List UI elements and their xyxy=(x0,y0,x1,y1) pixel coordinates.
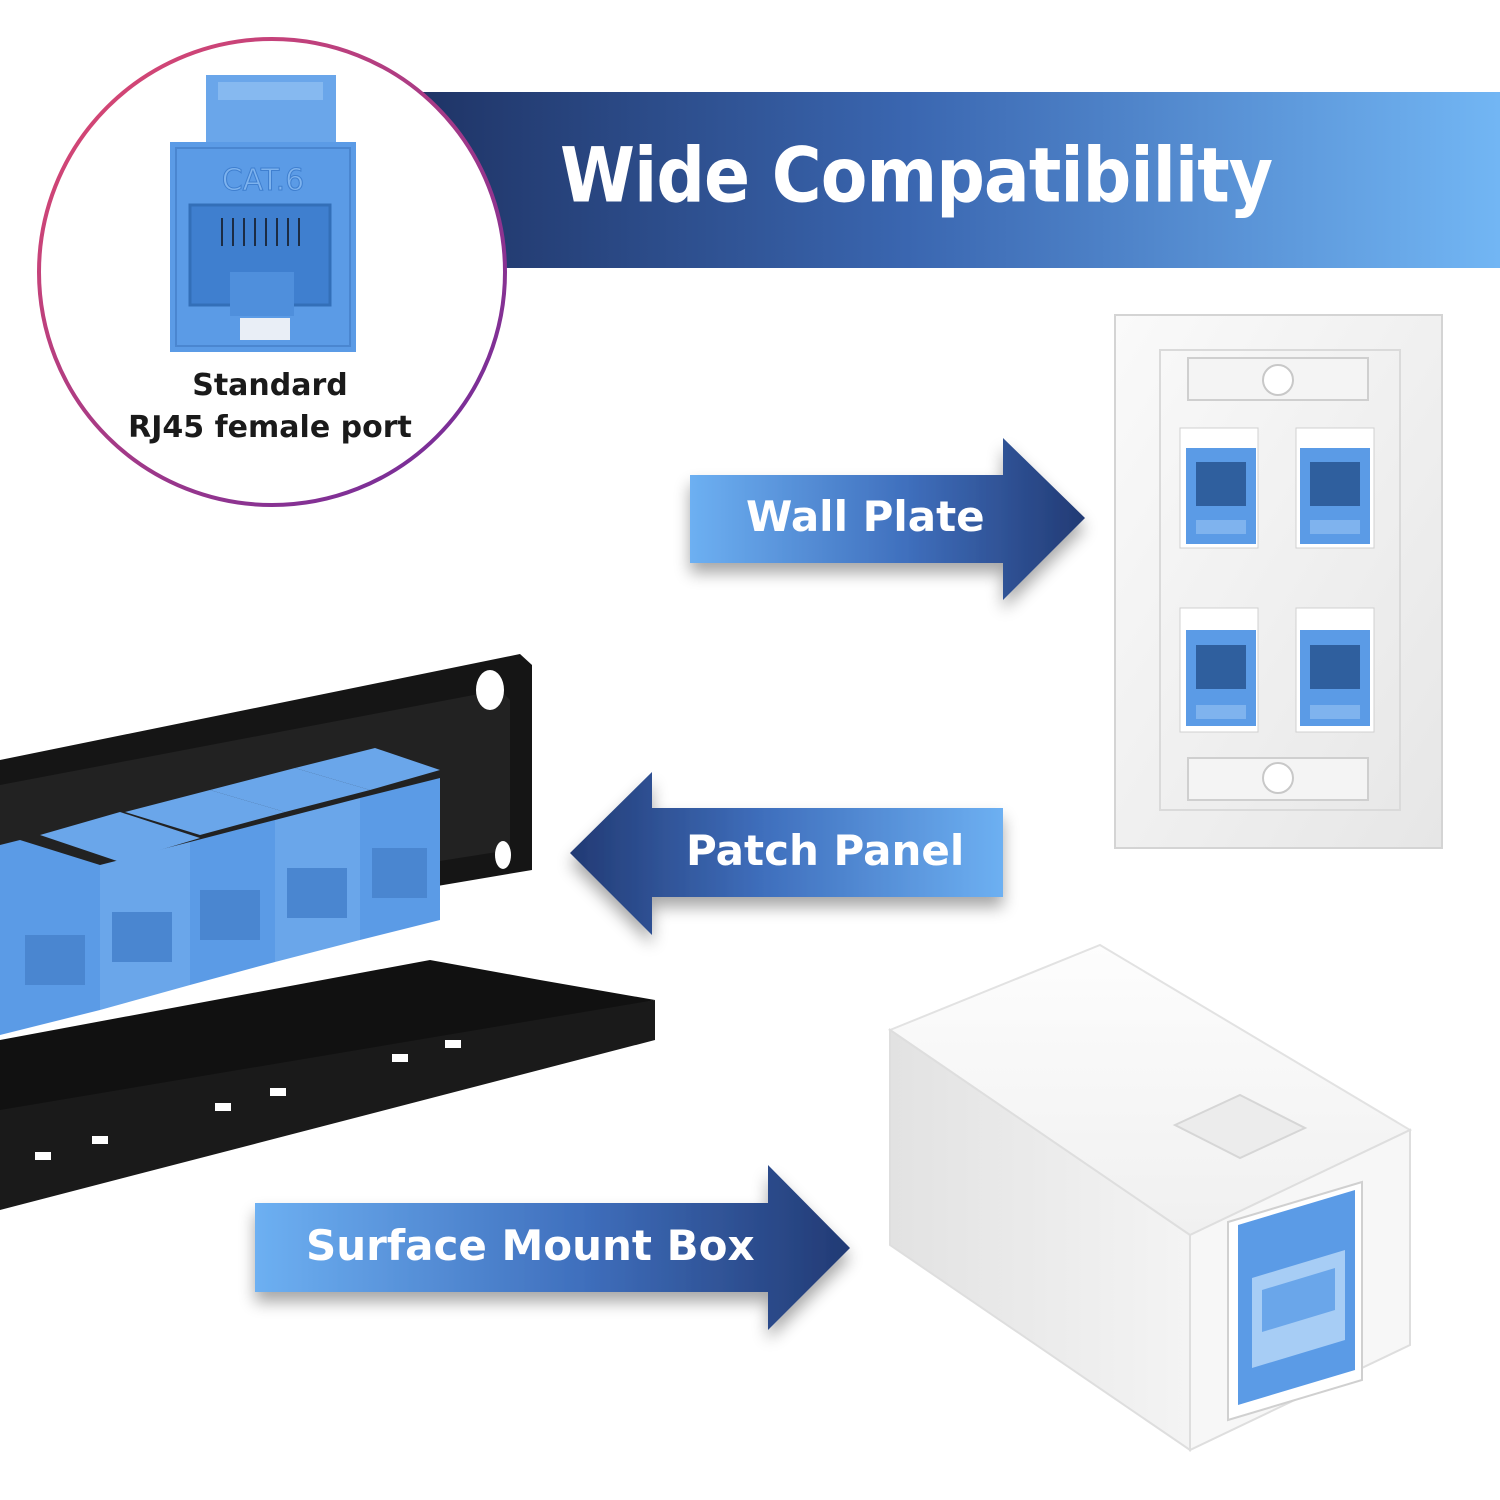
patch-panel xyxy=(0,654,655,1210)
wall-plate-jack xyxy=(1295,427,1375,549)
port-label-line1: Standard xyxy=(192,368,348,403)
wall-plate-jack xyxy=(1295,607,1375,733)
jack-marking: CAT.6 xyxy=(222,163,305,198)
wall-plate xyxy=(1114,314,1443,849)
surface-box-jack xyxy=(1227,1180,1363,1422)
title-banner xyxy=(420,92,1500,268)
surface-mount-box xyxy=(887,943,1413,1452)
patch-panel-arrow xyxy=(570,772,1003,935)
patch-panel-label: Patch Panel xyxy=(686,826,965,875)
wall-plate-label: Wall Plate xyxy=(746,492,985,541)
wall-plate-jack xyxy=(1179,607,1259,733)
page-title: Wide Compatibility xyxy=(560,132,1273,221)
port-label-line2: RJ45 female port xyxy=(128,410,412,445)
wall-plate-arrow xyxy=(690,438,1085,600)
wall-plate-jack xyxy=(1179,427,1259,549)
keystone-jack-closeup: CAT.6 xyxy=(170,75,356,352)
surface-mount-box-arrow xyxy=(255,1165,850,1330)
surface-mount-box-label: Surface Mount Box xyxy=(306,1221,755,1270)
rj45-port-callout: CAT.6 xyxy=(37,37,507,507)
patch-panel-jacks xyxy=(0,748,440,1035)
